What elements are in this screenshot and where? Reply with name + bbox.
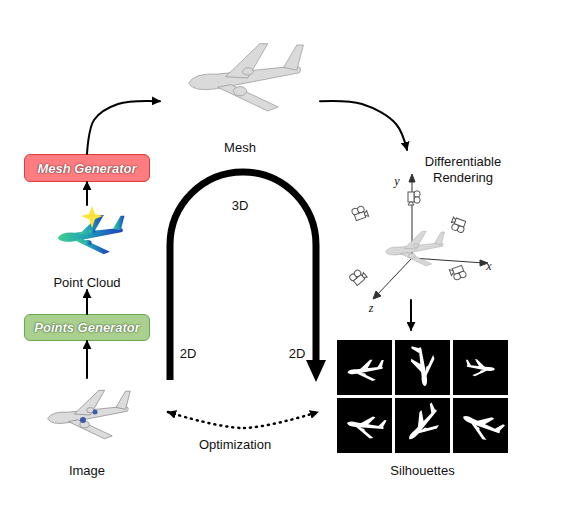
render-scene — [348, 174, 488, 299]
point-burst — [81, 206, 103, 228]
optimization-arrow — [168, 412, 318, 428]
point-cloud-node: Point Cloud — [37, 205, 137, 290]
axis-label: z — [369, 301, 374, 316]
mesh-plane — [189, 44, 304, 111]
edge-label: Optimization — [199, 437, 271, 452]
node-text: Mesh Generator — [38, 161, 137, 176]
stage-label: 2D — [289, 346, 306, 361]
node-text: Image — [69, 463, 105, 478]
silhouette-plane — [411, 346, 434, 386]
axis-arrow — [409, 174, 415, 182]
stage-label: 2D — [180, 346, 197, 361]
loop-arrow-head — [306, 360, 326, 382]
camera-icon — [408, 191, 420, 205]
silhouette-grid — [337, 340, 508, 453]
node-text: Differentiable Rendering — [417, 154, 515, 186]
silhouette-tile — [453, 398, 508, 453]
mesh-node: Mesh — [160, 30, 320, 155]
loop-arrow — [170, 172, 326, 382]
axis-label: y — [394, 174, 399, 189]
scene-plane — [385, 231, 444, 266]
silhouette-tile — [337, 340, 392, 395]
silhouette-plane — [348, 360, 384, 381]
generator-box: Mesh Generator — [24, 154, 150, 182]
camera-icon — [348, 268, 367, 286]
node-text: Points Generator — [34, 320, 139, 335]
stage-label: 3D — [232, 198, 249, 213]
node-text: Silhouettes — [390, 463, 454, 478]
silhouette-plane — [466, 359, 495, 376]
point-cloud-image — [58, 206, 125, 254]
camera-icon — [449, 265, 467, 281]
input-image — [48, 390, 131, 438]
flow-arrow — [410, 300, 412, 330]
flow-arrow — [87, 101, 160, 154]
silhouette-plane — [400, 402, 446, 446]
rendering-node: Differentiable Rendering — [345, 150, 515, 300]
flow-arrow — [86, 290, 88, 314]
generator-box: Points Generator — [24, 314, 150, 341]
input-image-node: Image — [37, 378, 137, 478]
silhouette-plane — [458, 405, 505, 446]
engine-mark — [80, 417, 86, 423]
axis-arrow — [373, 291, 381, 299]
node-text: Mesh — [224, 140, 256, 155]
airplane-photo — [48, 390, 131, 438]
z-axis — [376, 258, 412, 296]
silhouette-tile — [395, 398, 450, 453]
camera-icon — [351, 205, 369, 221]
silhouette-tile — [395, 340, 450, 395]
silhouette-tile — [337, 398, 392, 453]
mesh-image — [189, 44, 304, 111]
camera-icon — [449, 217, 467, 233]
engine-mark — [93, 410, 98, 415]
loop-arrow-body — [170, 172, 316, 380]
silhouette-tile — [453, 340, 508, 395]
axis-label: x — [486, 259, 491, 274]
silhouette-plane — [345, 410, 387, 441]
flow-arrow — [320, 101, 407, 150]
flow-arrow — [86, 182, 88, 205]
silhouettes-node: Silhouettes — [330, 330, 515, 478]
node-text: Point Cloud — [53, 275, 120, 290]
flow-arrow — [86, 341, 88, 378]
